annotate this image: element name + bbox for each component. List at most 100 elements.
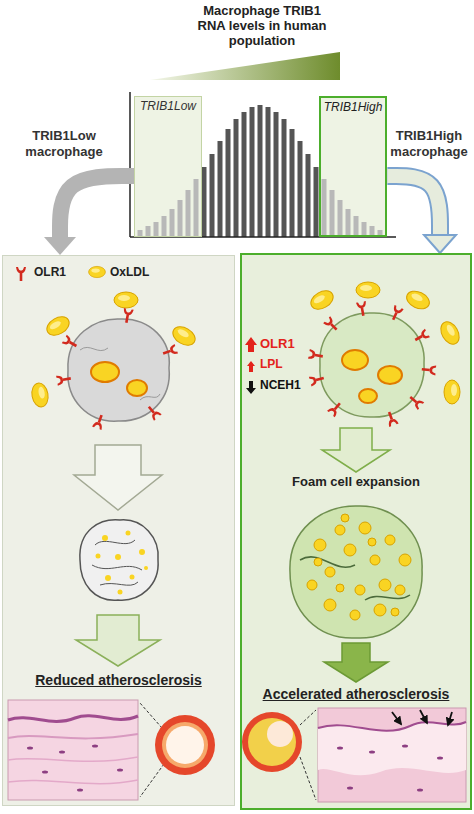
small-foam-cell — [144, 566, 148, 570]
plaque-histology — [347, 787, 353, 790]
small-foam-cell — [96, 554, 101, 559]
healthy-artery — [140, 703, 162, 728]
histogram-bars — [162, 216, 167, 237]
arrow-label: TRIB1High macrophage — [386, 128, 472, 160]
large-foam-cell — [385, 535, 395, 545]
histogram-bars — [210, 154, 215, 237]
large-foam-cell — [325, 567, 335, 577]
large-foam-cell — [300, 557, 410, 600]
histogram-bars — [250, 107, 255, 237]
arrow-label-box: TRIB1Low macrophage — [4, 128, 124, 160]
legend-text: OxLDL — [110, 265, 149, 279]
plaque-artery — [248, 718, 296, 766]
plaque-histology — [420, 710, 427, 723]
large-foam-cell — [335, 525, 345, 535]
arrow-body — [387, 176, 440, 235]
small-foam-cell — [80, 520, 158, 600]
high-macrophage — [356, 301, 368, 317]
small-foam-cell — [80, 520, 158, 600]
histogram-bars — [202, 167, 207, 237]
plaque-artery — [300, 757, 316, 800]
large-foam-cell — [374, 604, 386, 616]
large-foam-cell — [359, 522, 371, 534]
high-macrophage — [356, 282, 380, 298]
healthy-artery — [140, 764, 164, 797]
legend-icon — [88, 263, 106, 281]
step-arrow — [74, 445, 162, 510]
high-macrophage — [308, 349, 324, 361]
small-foam-cell — [92, 540, 142, 585]
low-region-fill — [134, 96, 202, 237]
plaque-histology — [318, 708, 466, 802]
histogram-bars — [346, 209, 351, 237]
expression-wedge — [150, 52, 340, 80]
histogram-bars — [226, 129, 231, 237]
plaque-artery — [242, 710, 316, 800]
histogram-bars — [258, 105, 263, 237]
arrow-head — [44, 237, 76, 255]
legend: OLR1 OxLDL — [12, 263, 149, 281]
plaque-histology — [318, 722, 466, 731]
histogram-bars — [298, 141, 303, 237]
large-foam-cell — [314, 539, 326, 551]
plaque-histology — [337, 747, 343, 750]
healthy-artery — [162, 722, 208, 768]
low-macrophage — [127, 380, 147, 396]
title-box: Macrophage TRIB1 RNA levels in human pop… — [197, 3, 327, 48]
change-arrow — [245, 337, 257, 394]
small-foam-cell — [115, 554, 121, 560]
node-text: Reduced atherosclerosis — [35, 672, 202, 689]
high-macrophage — [308, 287, 337, 313]
high-macrophage — [413, 329, 430, 345]
histogram-bars — [354, 216, 359, 237]
healthy-histology — [8, 700, 138, 800]
histogram-bars — [362, 222, 367, 237]
histogram-bars — [242, 112, 247, 237]
high-macrophage — [421, 364, 436, 375]
high-macrophage — [308, 282, 463, 427]
histogram-bars — [178, 200, 183, 237]
high-panel-fill — [240, 253, 472, 810]
low-macrophage — [161, 344, 178, 358]
plaque-histology — [392, 712, 401, 724]
high-macrophage — [389, 305, 404, 322]
healthy-histology — [8, 716, 138, 722]
healthy-histology — [92, 745, 98, 748]
small-foam-cell — [118, 590, 123, 595]
plaque-histology — [318, 722, 466, 775]
histogram-bars — [338, 200, 343, 237]
large-foam-cell — [379, 579, 391, 591]
healthy-artery — [166, 726, 204, 764]
histogram-bars — [282, 119, 287, 237]
step-arrow — [76, 615, 160, 666]
high-macrophage — [359, 389, 377, 403]
large-foam-cell — [399, 554, 411, 566]
macrophage-arrow — [387, 176, 456, 253]
high-macrophage — [342, 350, 368, 370]
legend-item: OLR1 — [12, 263, 66, 281]
plaque-histology — [369, 751, 375, 754]
healthy-histology — [8, 734, 138, 738]
gene-label: LPL — [260, 357, 320, 371]
large-foam-cell — [290, 506, 422, 638]
histogram-axes — [130, 92, 396, 237]
low-macrophage — [80, 347, 160, 400]
low-macrophage — [145, 404, 162, 421]
stage-label-box: Foam cell expansion — [256, 474, 456, 489]
arrow-label: TRIB1Low macrophage — [4, 128, 124, 160]
histogram-bars — [306, 154, 311, 237]
high-macrophage — [309, 373, 325, 386]
histogram-bars — [234, 119, 239, 237]
histogram-bars — [146, 226, 151, 237]
histogram-bars — [194, 179, 199, 237]
healthy-histology — [77, 789, 83, 792]
high-macrophage — [407, 393, 424, 410]
small-foam-cell — [105, 575, 111, 581]
plaque-histology — [402, 745, 408, 748]
low-panel: Reduced atherosclerosis — [2, 255, 235, 806]
histogram-bars — [322, 179, 327, 237]
arrow-outline — [387, 176, 440, 235]
low-macrophage — [56, 373, 72, 385]
legend-item: OxLDL — [88, 263, 149, 281]
